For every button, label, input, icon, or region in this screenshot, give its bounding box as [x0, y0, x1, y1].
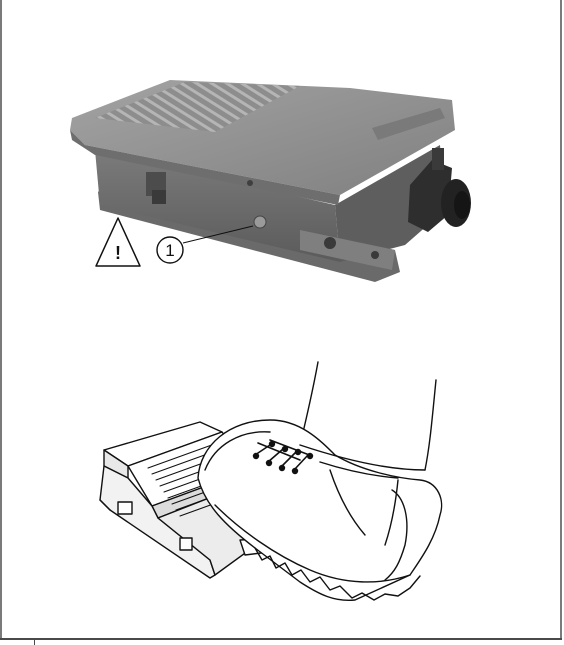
- foot-switch-photo: [70, 80, 471, 282]
- adjustment-screw: [253, 215, 267, 229]
- switch-lid-edge: [70, 130, 340, 205]
- switch-screw-hole: [247, 180, 253, 186]
- frame-bottom-rule: [0, 638, 562, 640]
- switch-label-plate: [372, 108, 445, 140]
- frame-right-border: [560, 0, 562, 640]
- lace-eyelets: [252, 440, 314, 475]
- mount-hole-2: [371, 251, 379, 259]
- callout-leader-line: [182, 225, 254, 244]
- switch-right-wall: [335, 145, 445, 262]
- boot: [197, 419, 443, 602]
- switch-ribbed-pedal: [95, 82, 300, 132]
- foot-on-pedal-drawing: [99, 361, 443, 602]
- cable-gland-end: [454, 191, 470, 219]
- callout-circle: [156, 236, 184, 264]
- frame-left-border: [0, 0, 2, 640]
- warning-triangle-icon: !: [95, 217, 141, 267]
- mount-hole: [324, 237, 336, 249]
- cable-gland-nut: [408, 160, 452, 232]
- callout-number: 1: [165, 241, 174, 260]
- switch-latch-tab: [152, 190, 166, 204]
- frame-bottom-tick: [34, 640, 35, 645]
- cable-gland-seal: [432, 148, 444, 170]
- callout-1: 1: [156, 225, 254, 264]
- boot-laces: [254, 439, 313, 471]
- warning-symbol: !: [115, 243, 121, 263]
- switch-mount-foot: [300, 230, 395, 270]
